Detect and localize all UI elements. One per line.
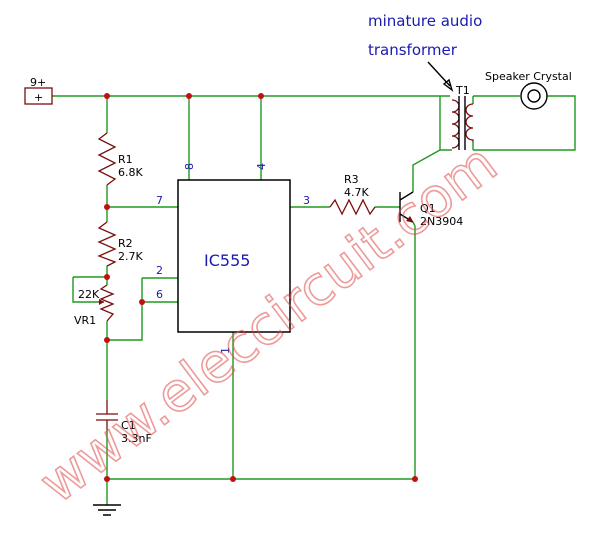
r1-value: 6.8K [118,166,143,179]
transistor-q1: Q1 2N3904 [399,191,463,228]
ic-name: IC555 [204,251,250,270]
supply-label: 9+ [30,76,46,89]
transformer-t1: T1 [451,84,474,150]
supply-symbol: + [34,91,43,104]
capacitor-c1: C1 3.3nF [96,400,152,445]
q1-value: 2N3904 [420,215,463,228]
c1-ref: C1 [121,419,136,432]
r3-ref: R3 [344,173,359,186]
ic555-chip: IC555 8 4 7 3 2 6 1 [156,163,310,354]
t1-ref: T1 [455,84,470,97]
ground-symbol [93,504,121,516]
annotation-arrow [427,61,454,92]
annotation-line1: minature audio [368,12,482,30]
r3-value: 4.7K [344,186,369,199]
junction-dot [139,299,145,305]
junction-dot [230,476,236,482]
annotation-line2: transformer [368,41,458,59]
junction-dot [104,337,110,343]
junction-dot [104,274,110,280]
ic-pin-8: 8 [183,163,196,170]
junction-dot [104,476,110,482]
speaker-label: Speaker Crystal [485,70,572,83]
junction-dot [186,93,192,99]
ic-pin-4: 4 [255,163,268,170]
potentiometer-vr1: 22K VR1 [74,284,115,327]
junction-dot [412,476,418,482]
junctions [104,93,418,482]
resistor-r1: R1 6.8K [97,132,143,186]
resistor-r3: R3 4.7K [329,173,376,216]
resistor-r2: R2 2.7K [97,221,143,267]
junction-dot [258,93,264,99]
ic-pin-1: 1 [219,347,232,354]
vr1-ref: VR1 [74,314,96,327]
ic-pin-6: 6 [156,288,163,301]
vr1-value: 22K [78,288,100,301]
junction-dot [104,204,110,210]
junction-dot [104,93,110,99]
r1-ref: R1 [118,153,133,166]
q1-ref: Q1 [420,202,436,215]
ic-pin-3: 3 [303,194,310,207]
c1-value: 3.3nF [121,432,152,445]
speaker-crystal: Speaker Crystal [485,70,572,110]
r2-value: 2.7K [118,250,143,263]
ic-pin-2: 2 [156,264,163,277]
supply-terminal: 9+ + [24,76,53,105]
watermark-text: www.eleccircuit.com [28,132,508,516]
r2-ref: R2 [118,237,133,250]
ic-pin-7: 7 [156,194,163,207]
